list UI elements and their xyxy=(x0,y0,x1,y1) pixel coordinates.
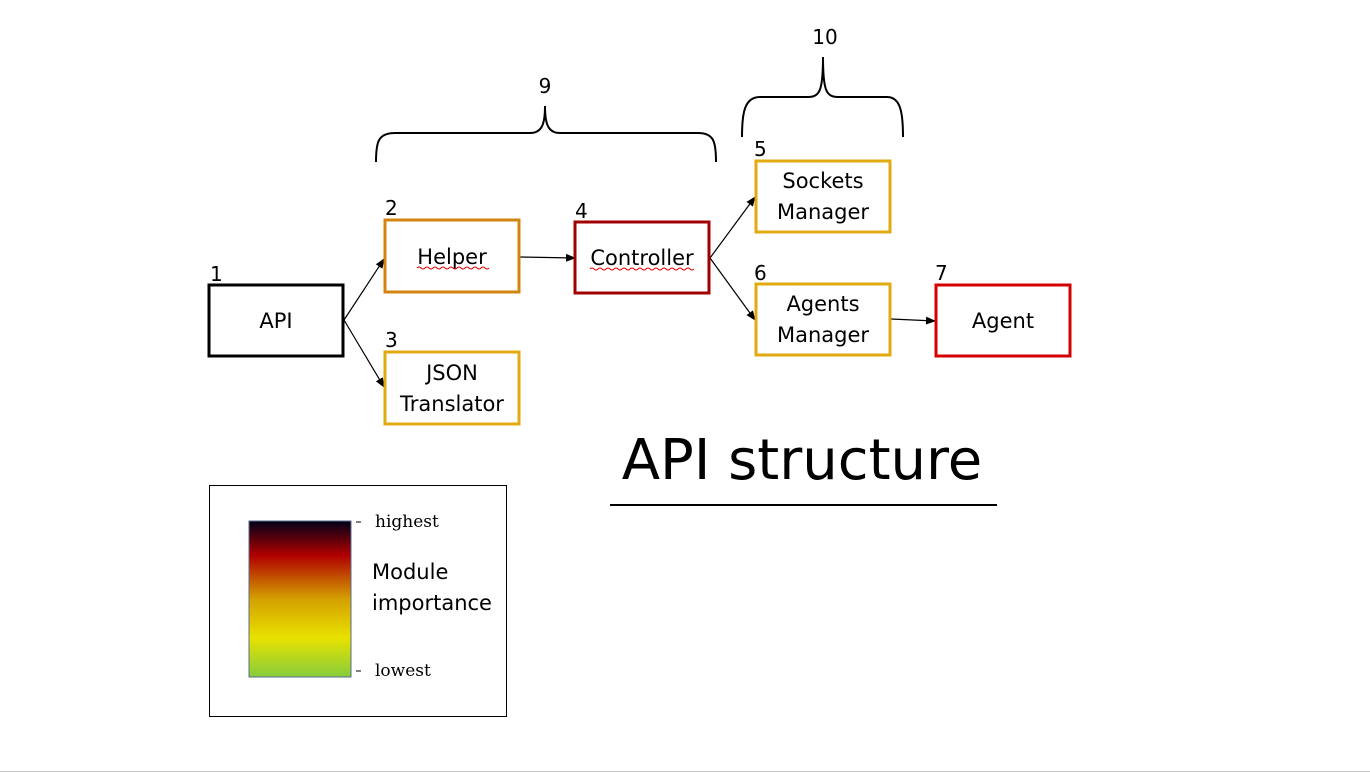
module-number: 2 xyxy=(385,196,398,220)
legend-lowest-label: lowest xyxy=(375,661,431,681)
legend-title-line-2: importance xyxy=(372,591,492,615)
brace-group-9: 9 xyxy=(375,74,717,163)
arrow-api-to-helper xyxy=(343,258,385,321)
module-helper: 2 Helper xyxy=(383,196,521,294)
module-label-line-1: Sockets xyxy=(782,169,863,193)
slide-bottom-edge xyxy=(0,771,1370,772)
module-number: 6 xyxy=(754,261,767,285)
module-agent: 7 Agent xyxy=(934,261,1072,358)
module-api: 1 API xyxy=(207,262,345,358)
spellcheck-underline xyxy=(416,266,490,270)
module-label-line-1: JSON xyxy=(424,361,478,385)
importance-legend: highest lowest Module importance xyxy=(209,485,507,717)
legend-gradient-bar xyxy=(248,520,352,678)
diagram-title-group: API structure xyxy=(610,428,997,506)
diagram-title: API structure xyxy=(622,428,983,493)
legend-highest-label: highest xyxy=(375,512,439,532)
group-number-10: 10 xyxy=(812,25,837,49)
legend-title-line-1: Module xyxy=(372,560,448,584)
module-label: Controller xyxy=(590,246,694,270)
arrow-api-to-json-translator xyxy=(343,319,385,388)
module-agents-manager: 6 Agents Manager xyxy=(754,261,892,357)
connectors xyxy=(343,196,936,388)
module-label: API xyxy=(259,309,292,333)
brace-group-10: 10 xyxy=(741,25,904,138)
module-number: 7 xyxy=(935,261,948,285)
arrow-controller-to-sockets-manager xyxy=(709,196,756,259)
module-controller: 4 Controller xyxy=(573,199,711,295)
module-number: 3 xyxy=(385,328,398,352)
module-label-line-2: Manager xyxy=(777,200,869,224)
arrow-controller-to-agents-manager xyxy=(709,257,756,321)
arrow-helper-to-controller xyxy=(519,253,576,262)
module-label-line-2: Translator xyxy=(399,392,504,416)
arrow-agents-manager-to-agent xyxy=(890,316,936,325)
module-sockets-manager: 5 Sockets Manager xyxy=(754,137,892,234)
module-number: 4 xyxy=(575,199,588,223)
module-label: Agent xyxy=(972,309,1034,333)
module-number: 5 xyxy=(754,137,767,161)
module-label: Helper xyxy=(417,245,487,269)
module-number: 1 xyxy=(210,262,223,286)
spellcheck-underline xyxy=(589,267,695,271)
group-number-9: 9 xyxy=(539,74,552,98)
module-label-line-2: Manager xyxy=(777,323,869,347)
module-label-line-1: Agents xyxy=(786,292,859,316)
module-json-translator: 3 JSON Translator xyxy=(383,328,521,426)
